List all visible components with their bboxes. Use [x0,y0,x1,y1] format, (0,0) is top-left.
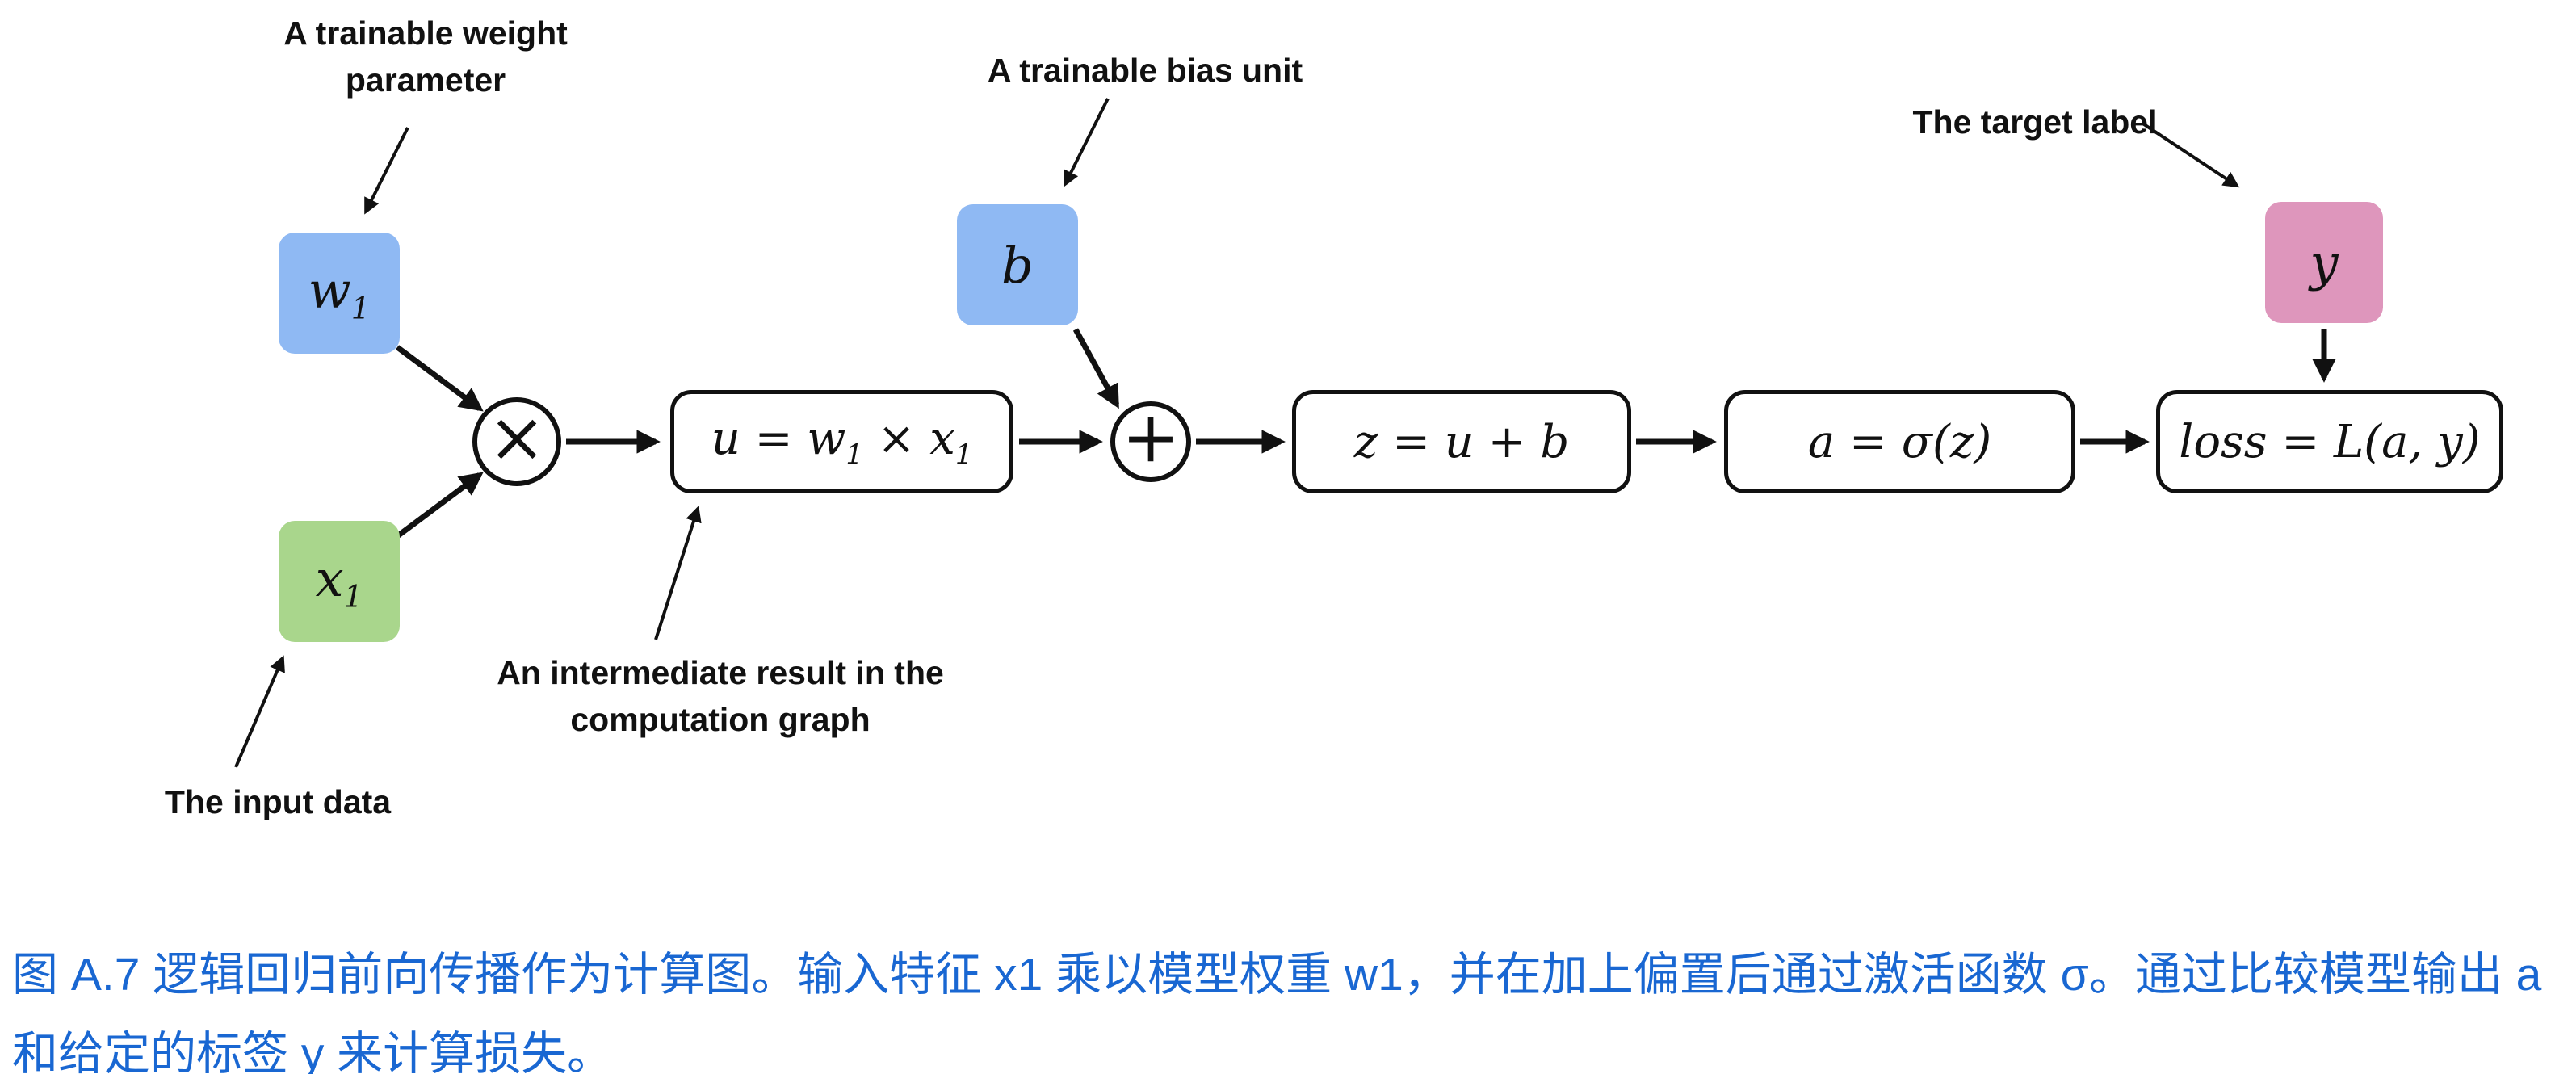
node-x1-subscript: 1 [343,578,363,615]
node-w1: w1 [279,233,400,354]
node-z-formula: z = u + b [1292,390,1631,493]
multiply-node: × [472,397,561,486]
annotation-intermediate-line1: An intermediate result in the [497,654,944,691]
formula-a: a = σ(z) [1807,415,1992,468]
annotation-trainable-weight: A trainable weight parameter [256,10,595,103]
node-u-formula: u = w1 × x1 [670,390,1013,493]
node-b: b [957,204,1078,325]
annotation-intermediate-result: An intermediate result in the computatio… [478,649,963,743]
formula-u-part2: × x [862,413,955,466]
annotation-trainable-weight-line1: A trainable weight [283,15,568,52]
node-x1: x1 [279,521,400,642]
annotation-intermediate-line2: computation graph [570,701,871,739]
add-node: + [1110,401,1191,482]
annotation-trainable-bias: A trainable bias unit [987,52,1303,89]
node-a-formula: a = σ(z) [1724,390,2075,493]
node-loss-formula: loss = L(a, y) [2156,390,2503,493]
formula-u-part1: u = w [711,413,846,466]
annotation-target-label: The target label [1912,103,2158,141]
formula-u-sub2: 1 [954,438,973,471]
plus-icon: + [1121,397,1181,478]
node-y-label: y [2310,233,2339,292]
annotation-trainable-weight-line2: parameter [345,61,506,99]
node-x1-label: x1 [316,549,363,614]
node-w1-subscript: 1 [350,290,371,326]
arrow-note-weight-to-w1 [364,127,409,215]
node-w1-base: w [308,260,351,320]
arrow-w1-to-multiply [395,345,484,412]
formula-loss: loss = L(a, y) [2179,415,2481,468]
node-x1-base: x [315,548,344,608]
formula-z: z = u + b [1353,415,1570,468]
figure-caption: 图 A.7 逻辑回归前向传播作为计算图。输入特征 x1 乘以模型权重 w1，并在… [12,949,2542,1074]
arrow-x1-to-multiply [395,472,484,539]
node-w1-label: w1 [308,261,371,325]
node-y: y [2265,202,2383,323]
arrow-note-bias-to-b [1064,98,1110,187]
annotation-input-data: The input data [164,783,392,820]
multiply-icon: × [487,397,547,478]
node-b-label: b [1001,235,1034,295]
arrow-b-to-add [1072,328,1120,409]
formula-u: u = w1 × x1 [711,413,972,470]
formula-u-sub1: 1 [845,438,863,471]
arrow-note-intermediate-to-u [654,506,702,640]
arrow-note-input-to-x1 [234,655,285,768]
